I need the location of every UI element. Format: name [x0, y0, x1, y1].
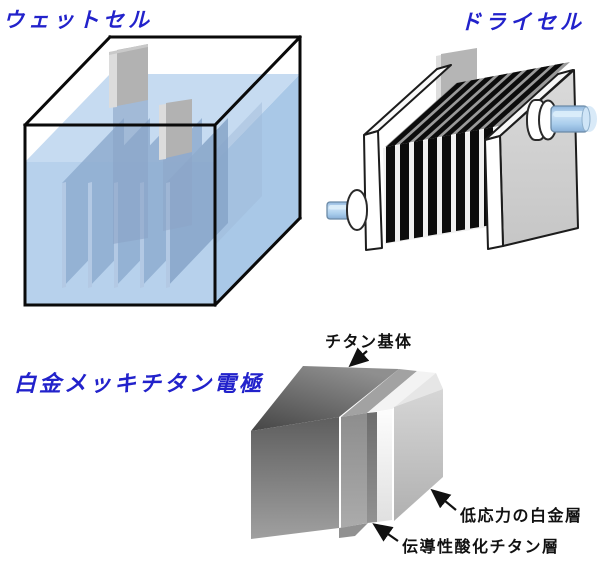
platinum-top-band — [367, 371, 436, 413]
tab2-submerged — [163, 150, 192, 231]
wet-cell-illustration — [22, 34, 303, 308]
platinum-top-corner — [392, 373, 443, 409]
right-tube-highlight — [553, 111, 586, 117]
wet-electrode-tab-1 — [109, 44, 148, 244]
titanium-top-face — [251, 366, 399, 431]
right-port — [526, 99, 597, 141]
electrode-heading: 白金メッキチタン電極 — [14, 372, 265, 397]
stack-front-stripes — [386, 127, 493, 243]
arrow-platinum-layer — [430, 488, 457, 511]
oxide-front-strip — [341, 413, 367, 528]
platinum-side-face — [394, 389, 443, 521]
platinum-front-strip — [377, 409, 392, 522]
oxide-top-band — [341, 369, 417, 417]
left-port-body — [346, 189, 368, 231]
dry-cell-label: ドライセル — [460, 10, 585, 34]
water-side-face — [215, 74, 300, 305]
right-end-plate-front — [484, 135, 504, 250]
tab1-face — [117, 44, 148, 106]
annotation-titanium-substrate: チタン基体 — [325, 332, 413, 351]
right-tube-end — [581, 106, 591, 132]
tab2-face — [166, 99, 192, 158]
left-end-plate-front — [363, 130, 383, 251]
annotation-arrows — [348, 347, 457, 542]
arrow-titanium-substrate — [348, 347, 370, 368]
arrow-titanium-oxide-layer — [372, 523, 399, 542]
annotation-titanium-oxide-layer: 伝導性酸化チタン層 — [402, 537, 560, 556]
tab1-top — [109, 44, 148, 55]
titanium-front-face — [251, 417, 339, 539]
wet-cell-label: ウェットセル — [3, 8, 153, 32]
left-port — [326, 189, 368, 231]
wet-electrode-tab-2 — [159, 99, 192, 231]
dry-cell-illustration — [326, 48, 597, 251]
tab2-edge — [159, 104, 166, 160]
oxide-shadow-strip — [367, 412, 377, 523]
tab1-submerged — [113, 98, 148, 244]
tank-outline — [22, 34, 303, 308]
left-tube-highlight — [329, 205, 351, 210]
left-end-plate — [363, 64, 452, 251]
annotation-platinum-layer: 低応力の白金層 — [460, 506, 583, 525]
stack-top-stripes — [386, 63, 564, 147]
tab1-edge — [109, 51, 117, 108]
electrode-illustration — [251, 366, 443, 539]
